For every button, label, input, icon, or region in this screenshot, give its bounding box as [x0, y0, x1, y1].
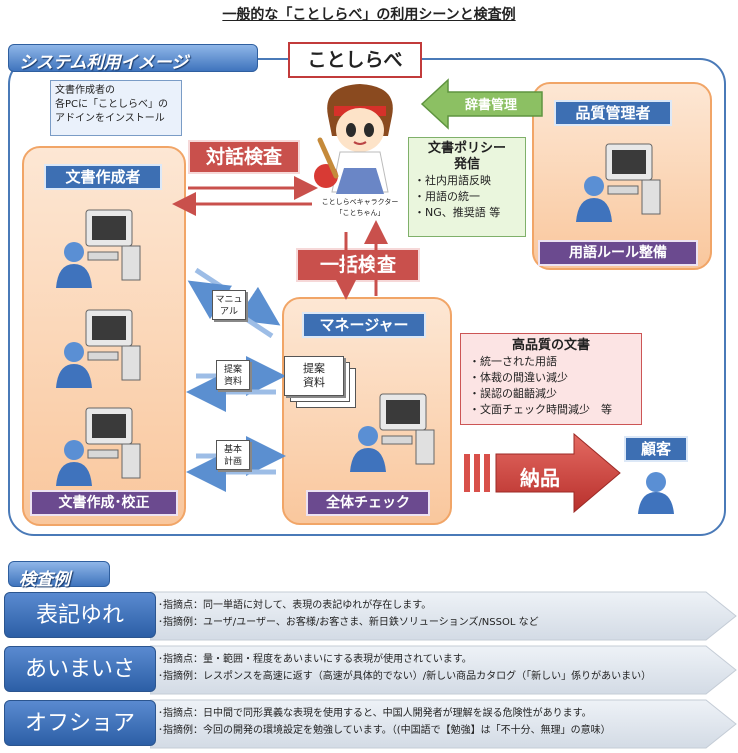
mascot-character-icon	[314, 84, 393, 194]
writer-pc-person-icon	[56, 209, 141, 288]
delivery-arrow	[464, 432, 621, 514]
manual-document-icon: マニュ アル	[212, 290, 246, 320]
install-note-line: アドインをインストール	[55, 113, 165, 124]
doc-chip-text: 提案	[223, 365, 242, 375]
quality-manager-pc-icon	[576, 143, 661, 222]
quality-title: 高品質の文書	[511, 338, 590, 353]
delivery-label: 納品	[520, 466, 560, 490]
quality-item: ・体裁の間違い減少	[469, 371, 568, 384]
writer-label: 文書作成者	[44, 164, 162, 190]
mascot-caption: ことしらべキャラクター 「ことちゃん」	[312, 197, 408, 219]
doc-chip-text: 資料	[223, 377, 242, 387]
system-tab: システム利用イメージ	[8, 44, 258, 73]
example-point: ･指摘点：量・範囲・程度をあいまいにする表現が使用されています。	[158, 654, 472, 665]
doc-chip-text: マニュ	[215, 295, 243, 305]
example-arrow-bands	[150, 591, 737, 749]
policy-title: 文書ポリシー	[427, 141, 506, 156]
doc-chip-text: 基本	[223, 445, 242, 455]
quality-box: 高品質の文書 ・統一された用語 ・体裁の間違い減少 ・誤認の齟齬減少 ・文面チェ…	[460, 333, 642, 425]
plan-document-icon: 基本 計画	[216, 440, 250, 470]
customer-person-icon	[638, 472, 674, 514]
quality-item: ・統一された用語	[469, 355, 557, 368]
policy-item: ・社内用語反映	[414, 174, 491, 187]
quality-manager-label: 品質管理者	[554, 100, 672, 126]
policy-item: ・NG、推奨語 等	[414, 206, 501, 219]
policy-item: ・用語の統一	[414, 190, 480, 203]
doc-chip-text: 資料	[303, 376, 325, 389]
dialog-check-label: 対話検査	[188, 140, 300, 174]
term-rules-label: 用語ルール整備	[538, 240, 698, 266]
manager-pc-person-icon	[350, 393, 435, 472]
quality-item: ・誤認の齟齬減少	[469, 387, 557, 400]
proposal-stack-icon: 提案 資料	[284, 356, 344, 396]
install-note-line: 各PCに「ことしらべ」の	[55, 99, 169, 110]
manager-label: マネージャー	[302, 312, 426, 338]
product-name-box: ことしらべ	[288, 42, 422, 78]
example-sample: ･指摘例：レスポンスを高速に返す（高速が具体的でない）/新しい商品カタログ（「新…	[158, 671, 652, 682]
example-point: ･指摘点：日中間で同形異義な表現を使用すると、中国人開発者が理解を誤る危険性があ…	[158, 708, 592, 719]
example-sample: ･指摘例：今回の開発の環境設定を勉強しています。（(中国語で【勉強】は「不十分、…	[158, 725, 611, 736]
dictionary-label: 辞書管理	[464, 98, 517, 113]
mascot-caption-line: ことしらべキャラクター	[321, 198, 399, 206]
install-note: 文書作成者の 各PCに「ことしらべ」の アドインをインストール	[50, 80, 182, 136]
policy-title: 発信	[453, 157, 480, 172]
writer-pc-person-icon	[56, 407, 141, 486]
writer-task-label: 文書作成･校正	[30, 490, 178, 516]
quality-item: ・文面チェック時間減少 等	[469, 403, 612, 416]
doc-chip-text: アル	[220, 307, 238, 317]
policy-box: 文書ポリシー 発信 ・社内用語反映 ・用語の統一 ・NG、推奨語 等	[408, 137, 526, 237]
batch-check-label: 一括検査	[296, 248, 420, 282]
page-title: 一般的な「ことしらべ」の利用シーンと検査例	[222, 7, 516, 23]
doc-chip-text: 提案	[303, 362, 325, 375]
proposal-document-icon: 提案 資料	[216, 360, 250, 390]
example-label-notation: 表記ゆれ	[4, 592, 156, 638]
dictionary-arrow	[420, 78, 543, 130]
example-label-ambiguity: あいまいさ	[4, 646, 156, 692]
customer-label: 顧客	[624, 436, 688, 462]
mascot-caption-line: 「ことちゃん」	[335, 209, 385, 217]
example-sample: ･指摘例：ユーザ/ユーザー、お客様/お客さま、新日鉄ソリューションズ/NSSOL…	[158, 617, 539, 628]
example-point: ･指摘点：同一単語に対して、表現の表記ゆれが存在します。	[158, 600, 432, 611]
examples-tab: 検査例	[8, 561, 110, 590]
doc-chip-text: 計画	[223, 457, 242, 467]
overall-check-label: 全体チェック	[306, 490, 430, 516]
install-note-line: 文書作成者の	[55, 85, 115, 96]
example-label-offshore: オフショア	[4, 700, 156, 746]
writer-pc-person-icon	[56, 309, 141, 388]
